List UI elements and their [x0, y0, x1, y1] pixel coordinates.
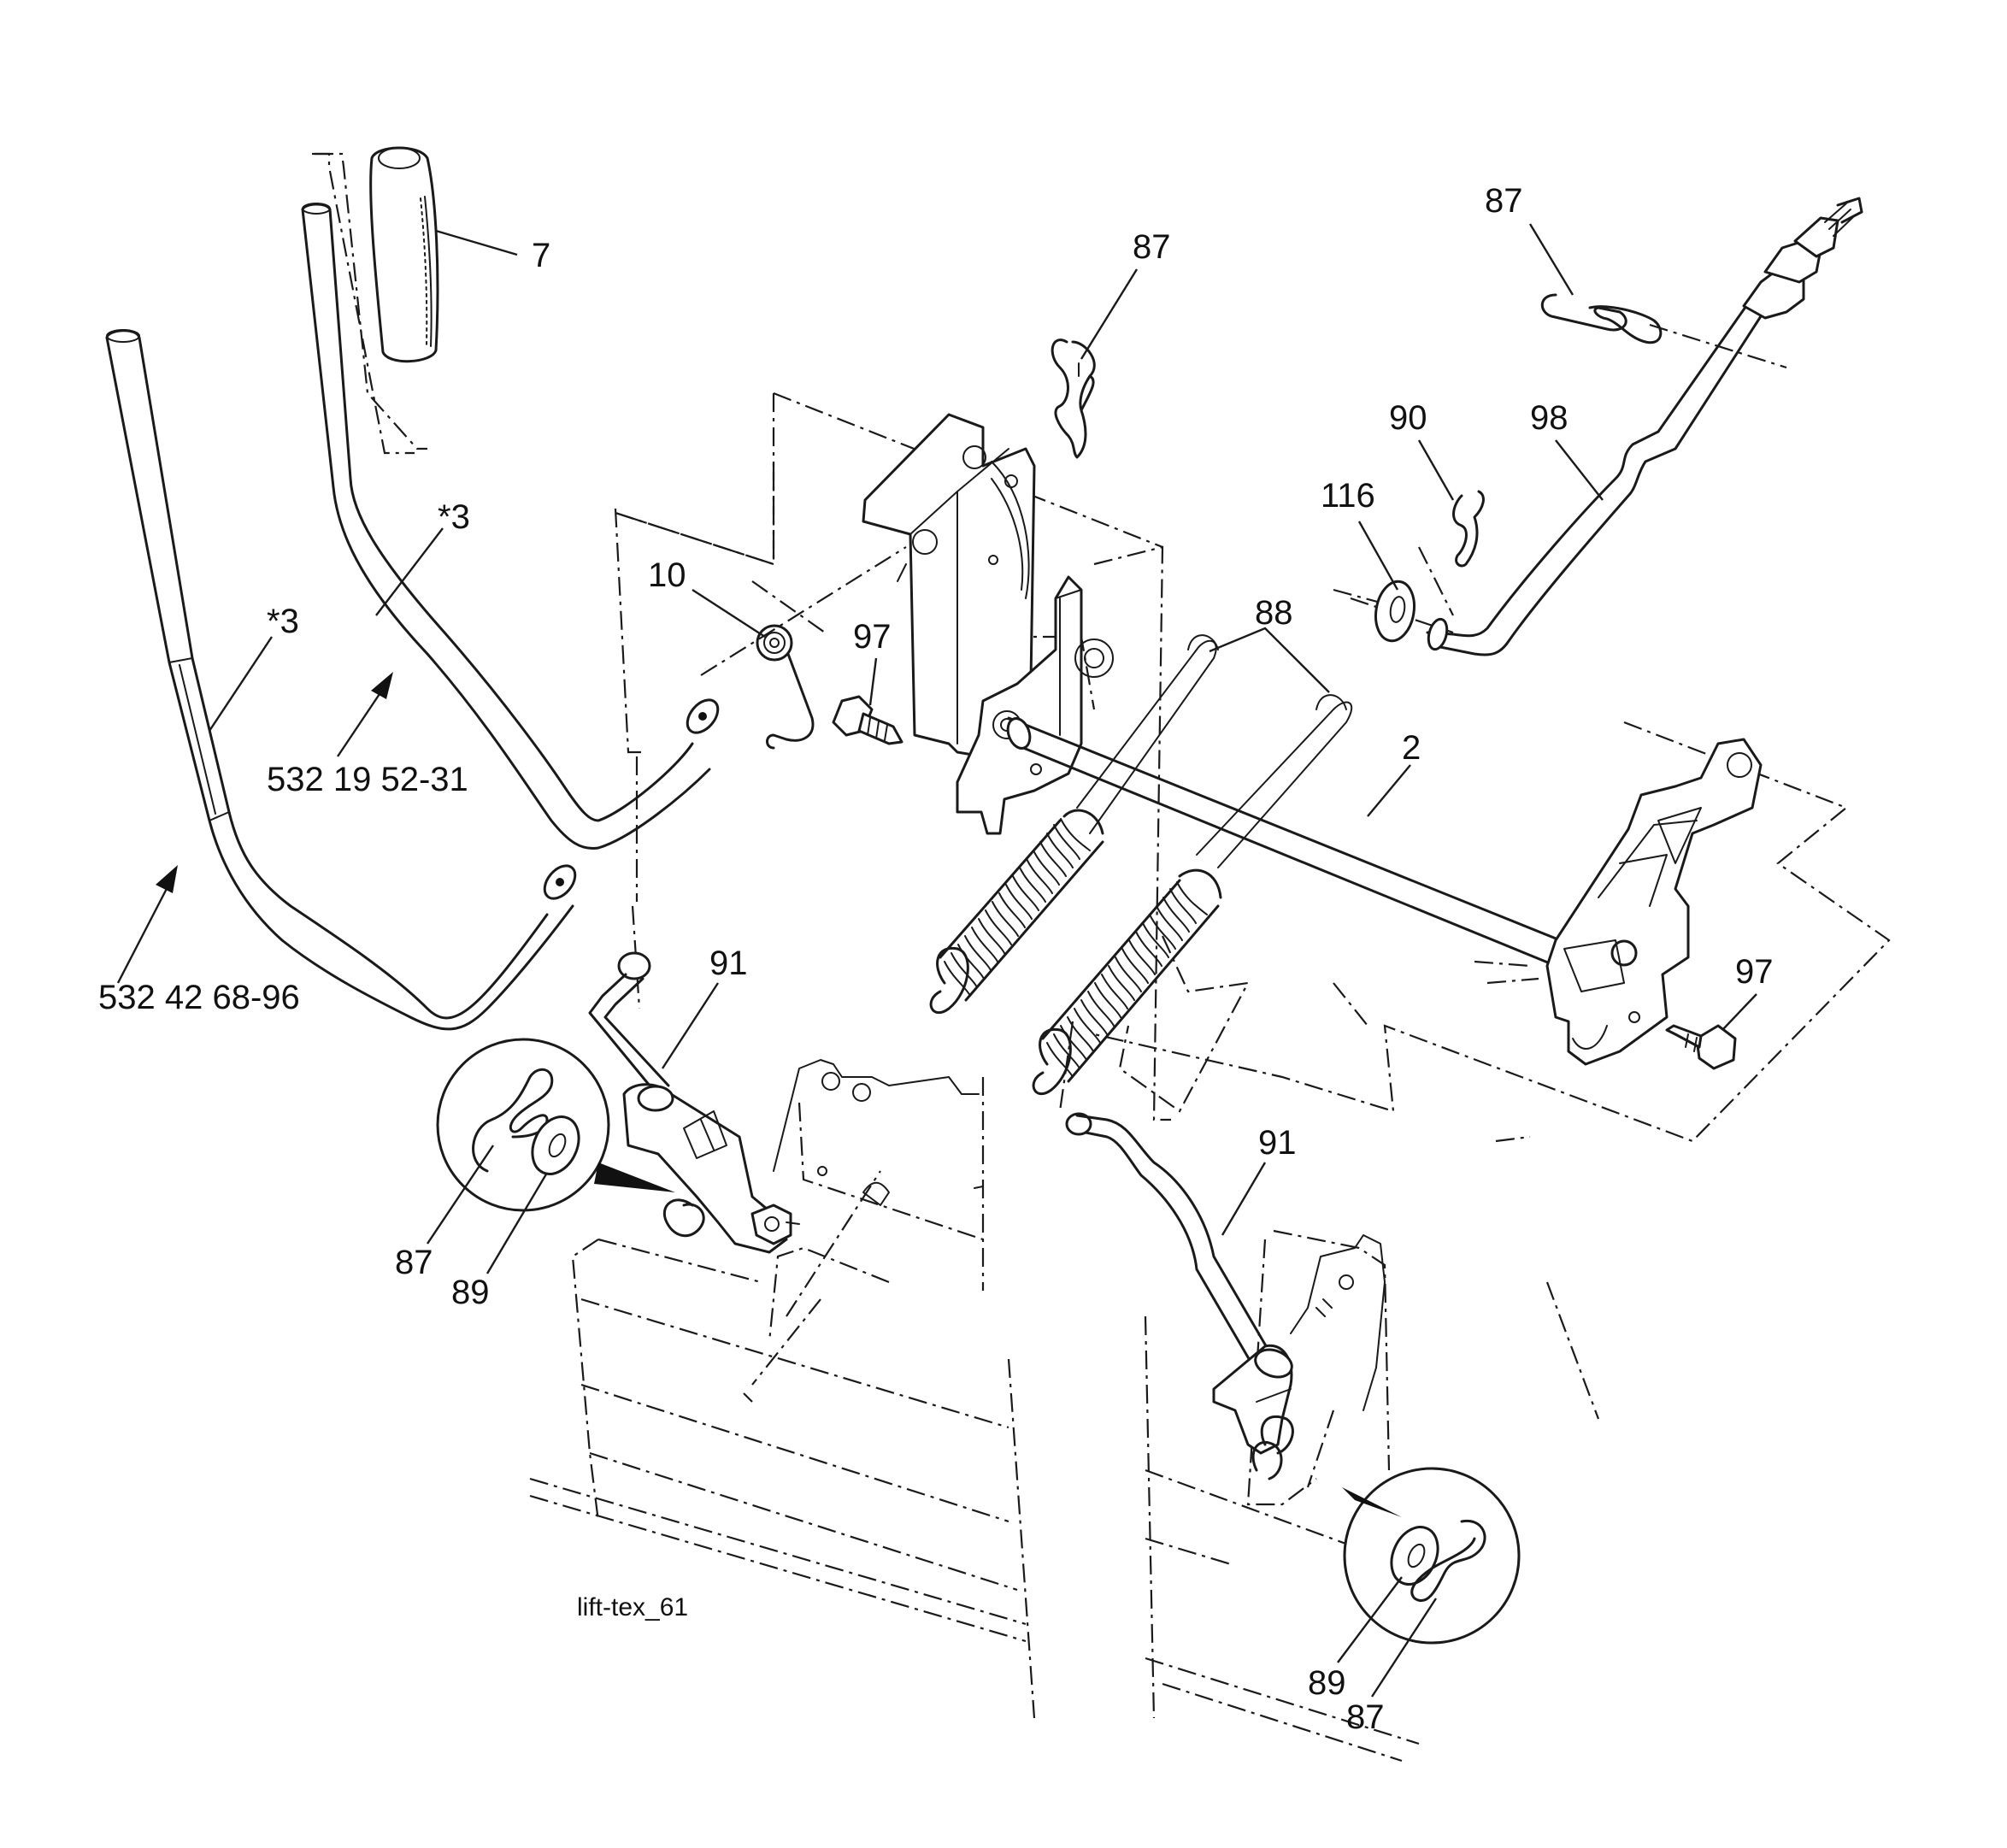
torsion-spring: [756, 624, 815, 750]
lift-link-left: [588, 951, 800, 1254]
washer: [1374, 580, 1416, 643]
spring-anchor-bracket: [956, 575, 1114, 835]
clevis-pin: [1452, 490, 1485, 568]
deck-frame-left: [529, 1077, 1036, 1719]
callout-87-inset-left: 87: [395, 1244, 433, 1281]
extension-spring-left: [929, 639, 1217, 1015]
hairpin-clip-top: [1051, 338, 1096, 459]
callout-2: 2: [1402, 729, 1421, 767]
leader-lines: [209, 223, 1757, 1698]
lift-lever-upper: [301, 203, 720, 850]
callout-89-inset-left: 89: [451, 1274, 490, 1311]
callout-90: 90: [1389, 399, 1427, 437]
callout-87-right: 87: [1485, 182, 1523, 220]
callout-88: 88: [1255, 594, 1293, 632]
callout-98: 98: [1530, 399, 1569, 437]
figure-caption: lift-tex_61: [577, 1593, 688, 1621]
hairpin-clip-right: [1540, 293, 1663, 344]
detail-inset-left: [436, 1038, 675, 1212]
part-number-lower-lever: 532 42 68-96: [98, 979, 300, 1016]
detail-inset-right: [1342, 1467, 1521, 1645]
lift-link-right-bracket: [1290, 1234, 1386, 1411]
callout-87-inset-right: 87: [1346, 1698, 1385, 1736]
lift-link-left-bracket: [773, 1059, 984, 1206]
part-number-upper-lever: 532 19 52-31: [267, 761, 468, 798]
callout-97-right: 97: [1735, 953, 1774, 991]
spring-hook-88-left: [1187, 634, 1219, 650]
lift-shaft: [1006, 716, 1583, 974]
grip-frame: [315, 152, 427, 450]
callout-91-left: 91: [709, 945, 748, 982]
adjustment-rod: [1426, 197, 1863, 656]
callout-10: 10: [648, 556, 686, 594]
bolt-right: [1665, 1024, 1737, 1070]
callout-91-right: 91: [1258, 1124, 1297, 1162]
deck-frame-right: [1144, 1229, 1420, 1763]
callout-116: 116: [1321, 477, 1375, 515]
lift-lever-lower: [105, 329, 577, 1031]
callout-3-upper: *3: [438, 498, 470, 536]
arrow-upper-lever: [337, 672, 393, 757]
callout-87-top: 87: [1133, 228, 1171, 266]
lift-link-right: [1065, 1112, 1294, 1480]
callout-3-lower: *3: [267, 603, 299, 640]
handle-grip: [369, 146, 439, 363]
extension-spring-right: [1032, 701, 1353, 1096]
spring-hook-88-right: [1315, 694, 1347, 710]
right-lift-arm: [1545, 738, 1763, 1066]
callout-89-inset-right: 89: [1308, 1664, 1346, 1702]
callout-7: 7: [532, 237, 550, 274]
callout-labels: 7 87 87 90 98 116 *3 *3 10 97 88 2 97 91…: [98, 182, 1774, 1736]
callout-97-left: 97: [853, 618, 892, 656]
bolt-left: [832, 695, 903, 745]
arrow-lower-lever: [116, 865, 178, 984]
